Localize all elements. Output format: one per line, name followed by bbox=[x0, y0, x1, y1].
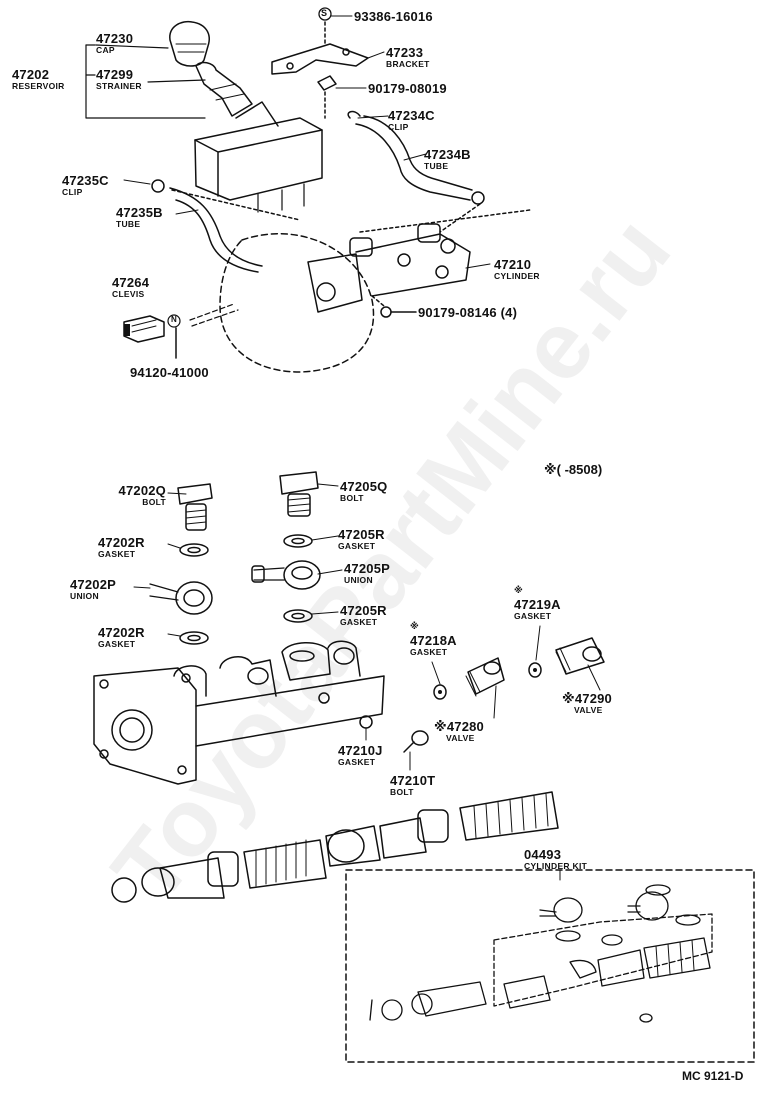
gasket-47218a-shape bbox=[433, 684, 447, 700]
gasket-47205r-bottom-shape bbox=[283, 609, 313, 623]
cylinder-kit-box bbox=[345, 869, 755, 1063]
label-90179-08019: 90179-08019 bbox=[368, 81, 447, 96]
clevis-shape bbox=[123, 314, 181, 359]
label-90179-08146: 90179-08146 (4) bbox=[418, 305, 518, 320]
nut-shape bbox=[380, 306, 417, 318]
gasket-dot-2 bbox=[533, 668, 537, 672]
date-note: ※( -8508) bbox=[544, 462, 603, 477]
marker-47219a: ※ bbox=[514, 585, 523, 595]
clevis-fill bbox=[124, 324, 130, 336]
gasket-47219a-shape bbox=[528, 662, 542, 678]
marker-s: S bbox=[321, 8, 328, 18]
tube-right-shape bbox=[347, 110, 531, 233]
valve-47280-shape bbox=[465, 657, 505, 697]
gasket-47202r-top-shape bbox=[179, 543, 209, 557]
reservoir-shape bbox=[194, 101, 323, 213]
cylinder-kit-contents-shape bbox=[369, 884, 713, 1023]
reservoir-bracket-lines bbox=[85, 44, 206, 119]
bolt-47210t-shape bbox=[403, 730, 429, 753]
label-94120: 94120-41000 bbox=[130, 365, 209, 380]
bolt-47202q-shape bbox=[177, 483, 213, 531]
label-93386: 93386-16016 bbox=[354, 9, 433, 24]
bolt-47205q-shape bbox=[279, 471, 319, 517]
leader-lines-top bbox=[123, 15, 491, 269]
bracket-shape bbox=[271, 7, 369, 119]
tube-left-shape bbox=[151, 179, 301, 273]
figure-code: MC 9121-D bbox=[682, 1069, 744, 1083]
gasket-dot bbox=[438, 690, 442, 694]
marker-47218a: ※ bbox=[410, 621, 419, 631]
marker-n: N bbox=[171, 315, 177, 324]
strainer-shape bbox=[195, 61, 253, 117]
gasket-47205r-top-shape bbox=[283, 534, 313, 548]
master-cylinder-body-shape bbox=[93, 640, 385, 785]
gasket-47210j-shape bbox=[359, 715, 373, 729]
leader-lines-bottom bbox=[133, 483, 601, 881]
union-47205p-shape bbox=[251, 560, 321, 590]
piston-assembly-shape bbox=[111, 791, 559, 903]
cap-shape bbox=[169, 20, 210, 67]
valve-47290-shape bbox=[555, 637, 605, 675]
union-47202p-shape bbox=[149, 581, 213, 615]
booster-shape bbox=[189, 232, 375, 373]
gasket-47202r-bottom-shape bbox=[179, 631, 209, 645]
cylinder-top-shape bbox=[307, 223, 471, 313]
